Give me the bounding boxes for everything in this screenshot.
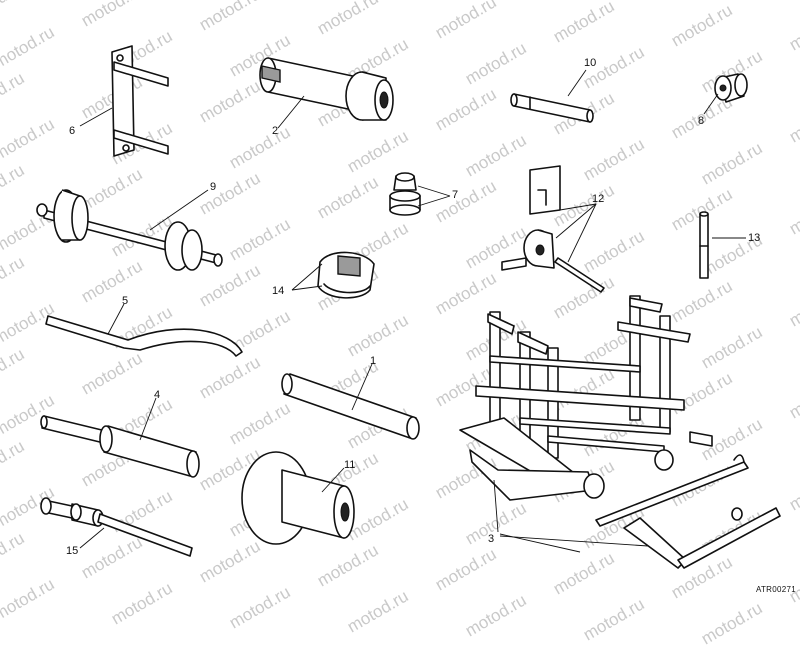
part-number-12: 12 <box>592 193 605 205</box>
part-8-tool <box>714 73 748 103</box>
part-3-tool <box>459 295 781 569</box>
part-number-6: 6 <box>69 125 76 137</box>
part-number-10: 10 <box>584 57 597 69</box>
part-9-tool <box>36 189 223 271</box>
watermark-text: motod.ru <box>698 598 766 649</box>
part-10-tool <box>510 93 594 123</box>
leader-lines <box>79 69 746 553</box>
part-number-9: 9 <box>210 181 217 193</box>
part-11-tool <box>241 451 355 545</box>
part-14-tool <box>317 251 375 299</box>
part-number-2: 2 <box>272 125 279 137</box>
part-number-13: 13 <box>748 232 761 244</box>
part-number-8: 8 <box>698 115 705 127</box>
part-number-14: 14 <box>272 285 285 297</box>
part-4-tool <box>40 415 200 478</box>
watermark-text: motod.ru <box>580 594 648 645</box>
part-12-tool <box>501 165 605 293</box>
part-15-tool <box>40 497 193 557</box>
part-number-4: 4 <box>154 389 161 401</box>
part-number-7: 7 <box>452 189 459 201</box>
part-number-11: 11 <box>344 459 356 471</box>
part-number-1: 1 <box>370 355 377 367</box>
part-7-tool <box>389 172 421 216</box>
part-6-tool <box>111 45 169 157</box>
part-number-3: 3 <box>488 533 495 545</box>
tools-diagram <box>36 45 781 569</box>
part-2-tool <box>259 57 394 121</box>
part-1-tool <box>281 373 420 440</box>
part-number-15: 15 <box>66 545 79 557</box>
part-number-5: 5 <box>122 295 129 307</box>
reference-code: ATR00271 <box>755 585 796 594</box>
part-13-tool <box>699 211 709 279</box>
part-5-tool <box>45 315 243 357</box>
